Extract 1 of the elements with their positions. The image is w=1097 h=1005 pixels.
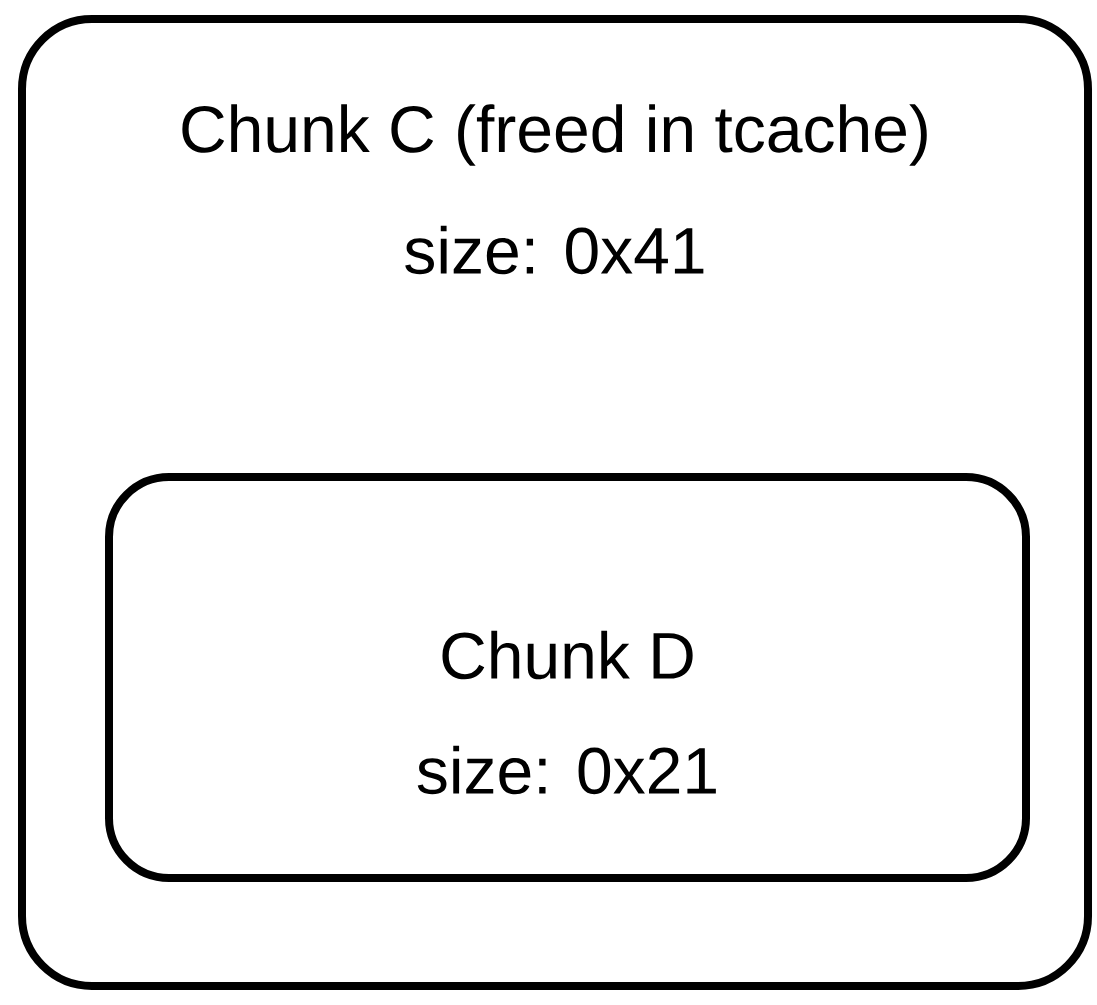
chunk-box: Chunk D size: 0x21 <box>105 473 1030 882</box>
